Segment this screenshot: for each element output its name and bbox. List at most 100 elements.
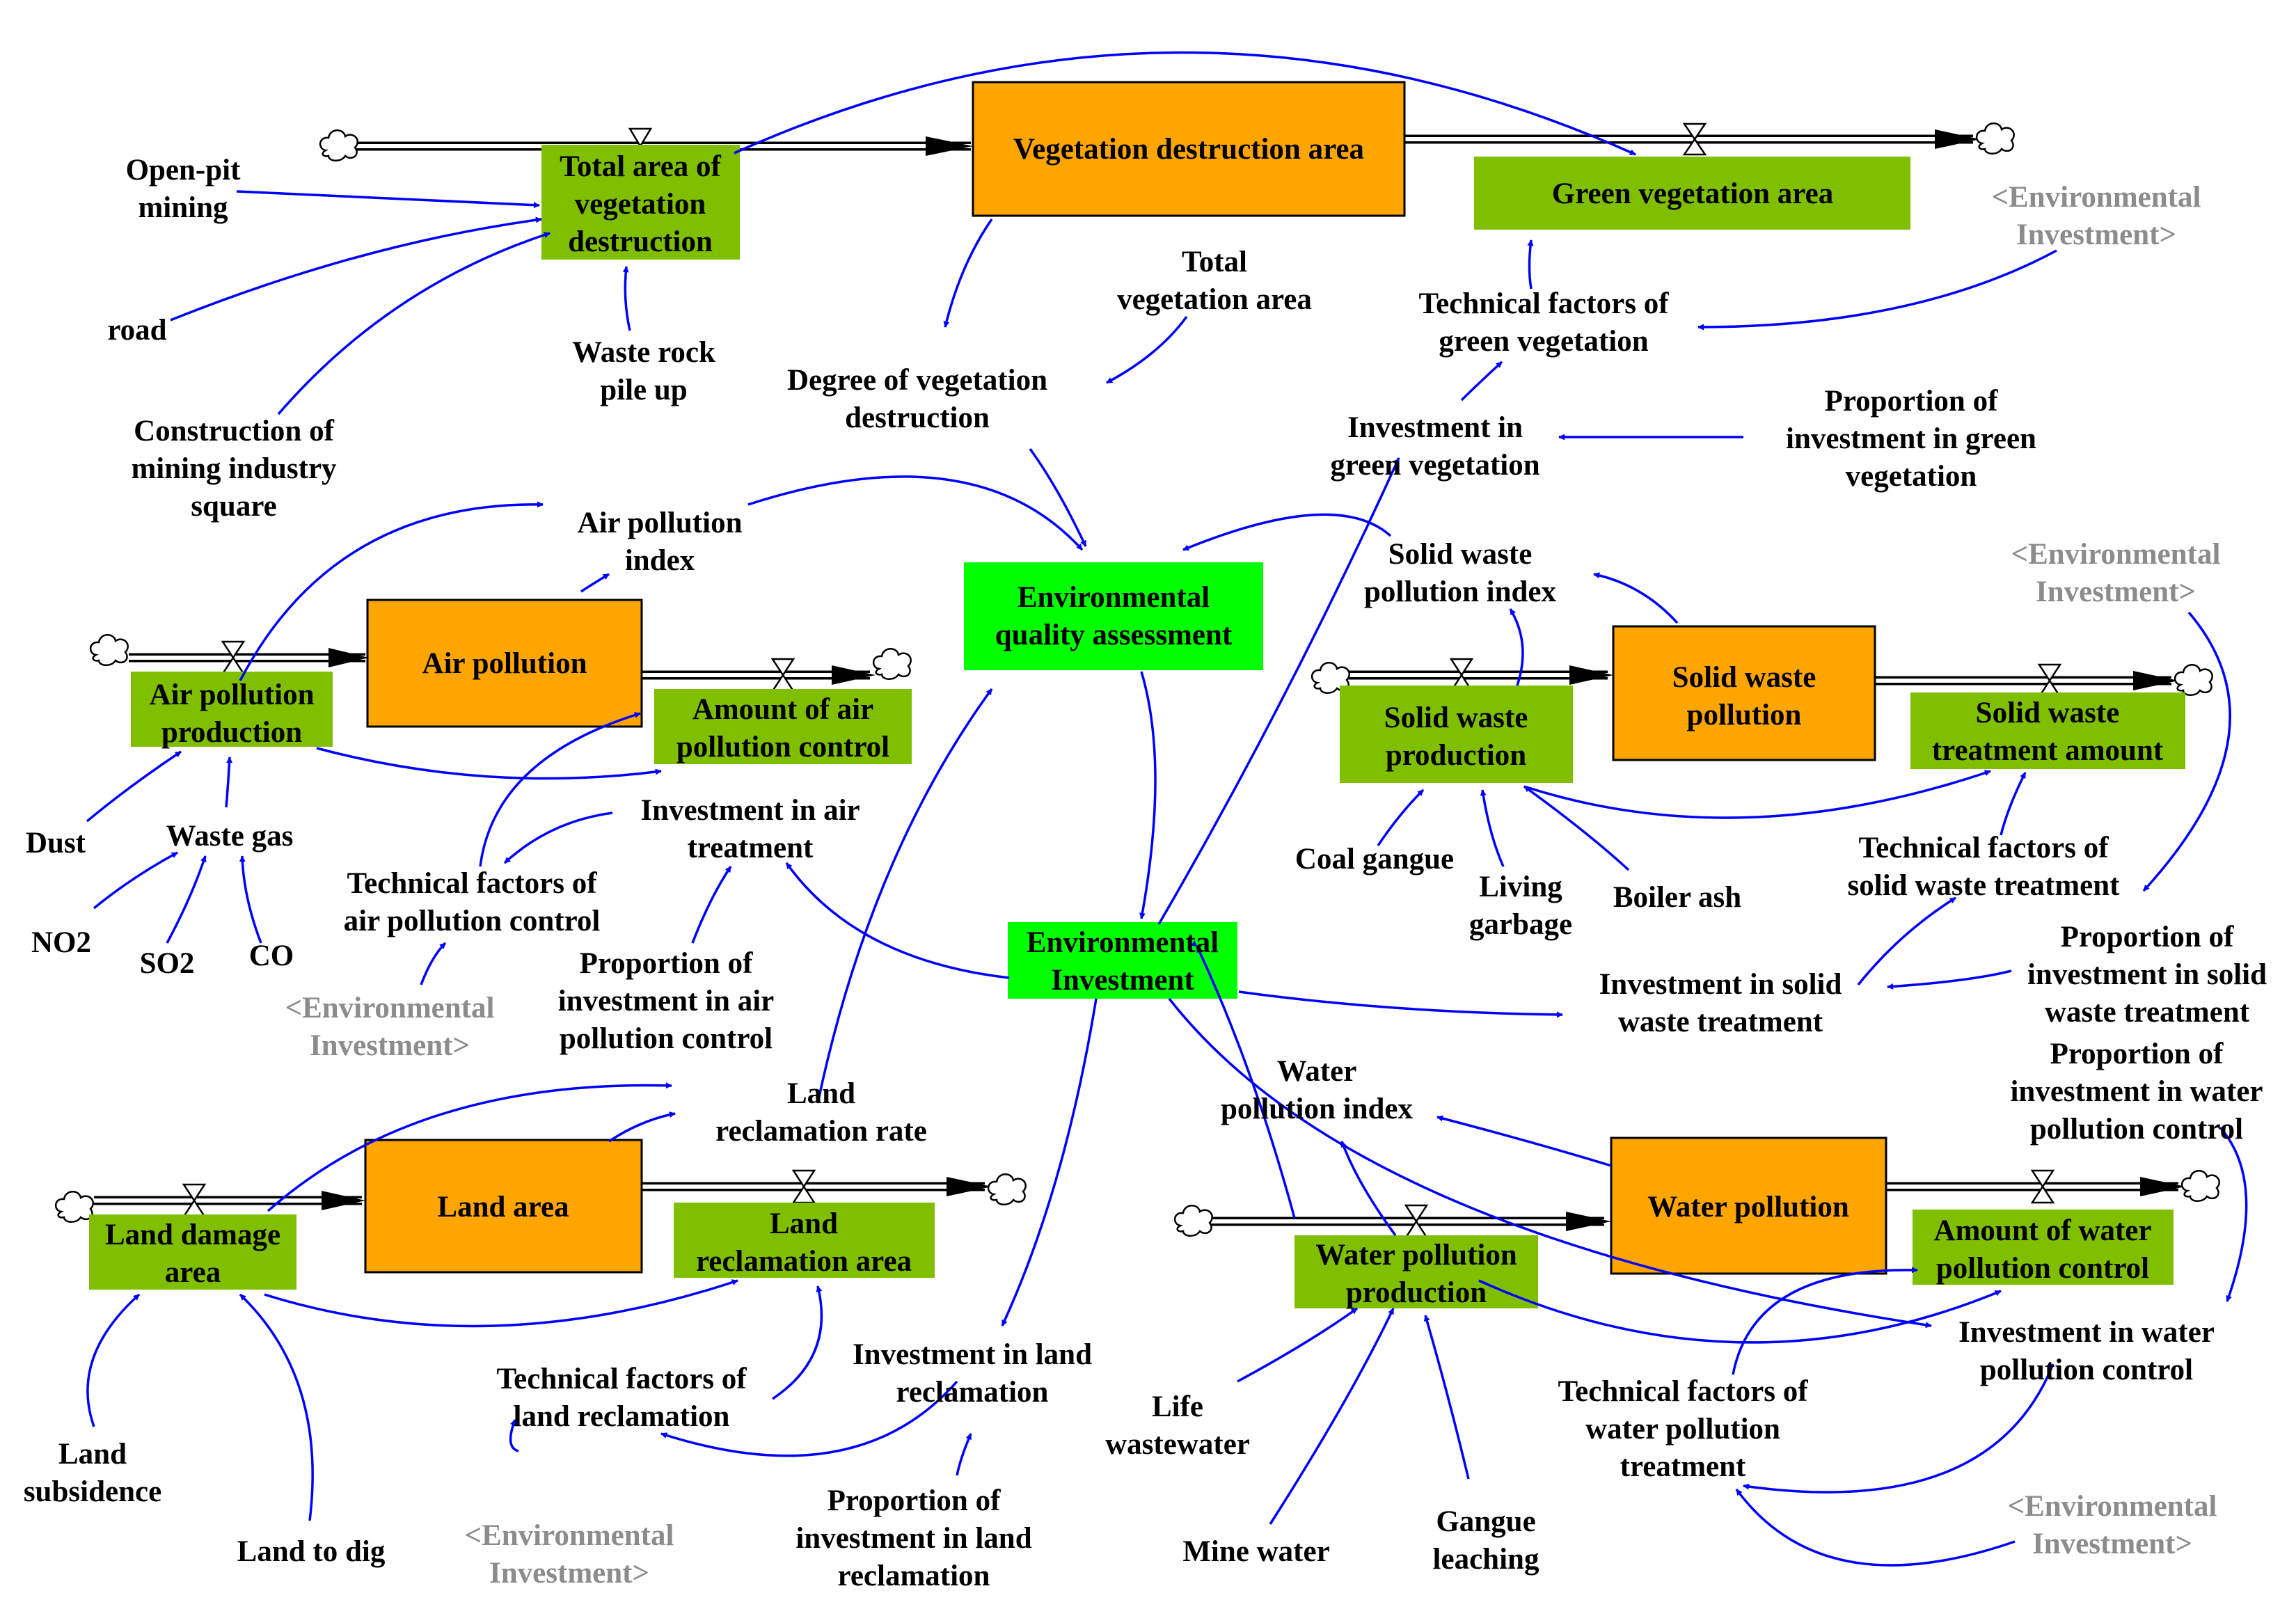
stock-vegetation-destruction-area[interactable]	[972, 81, 1406, 217]
label-green-vegetation-area: Green vegetation area	[1552, 177, 1833, 210]
cloud-icon	[2174, 664, 2213, 696]
clouds	[55, 122, 2220, 1237]
valve-icon	[1682, 122, 1707, 156]
flow-arrowhead-icon	[322, 1191, 365, 1210]
flow-arrowhead-icon	[947, 1177, 992, 1196]
flow-arrowhead-icon	[1935, 129, 1980, 149]
flow-land-damage-area[interactable]	[89, 1214, 296, 1290]
stock-water-pollution[interactable]	[1610, 1136, 1887, 1275]
flow-amount-air-pollution-control[interactable]	[654, 689, 912, 764]
flow-pipes	[94, 129, 2185, 1231]
stock-air-pollution[interactable]	[366, 599, 643, 728]
stock-solid-waste-pollution[interactable]	[1612, 625, 1876, 761]
flow-solid-waste-treatment-amount[interactable]	[1910, 692, 2185, 769]
labels: Vegetation destruction area Air pollutio…	[24, 133, 2267, 1592]
cloud-icon	[1174, 1205, 1213, 1237]
flow-solid-waste-production[interactable]	[1340, 686, 1573, 783]
label-boiler-ash: Boiler ash	[1613, 881, 1741, 914]
cloud-icon	[988, 1173, 1027, 1205]
flow-arrowhead-icon	[1566, 1212, 1611, 1231]
label-dust: Dust	[26, 827, 86, 860]
flow-land-reclamation-area[interactable]	[674, 1203, 935, 1278]
cloud-icon	[873, 648, 912, 680]
valve-icon	[2030, 1169, 2055, 1204]
cloud-icon	[2181, 1170, 2220, 1202]
flow-arrowhead-icon	[328, 648, 369, 667]
hub-environmental-investment[interactable]	[1008, 922, 1237, 999]
flow-air-pollution-production[interactable]	[131, 672, 333, 747]
label-co: CO	[249, 940, 294, 972]
cloud-icon	[319, 129, 358, 161]
stock-land-area[interactable]	[364, 1139, 643, 1274]
cloud-icon	[55, 1191, 94, 1223]
flow-arrowhead-icon	[2140, 1177, 2185, 1196]
cloud-icon	[1311, 662, 1350, 694]
label-land-area: Land area	[437, 1191, 569, 1223]
flow-total-area-vegetation-destruction[interactable]	[541, 145, 740, 260]
flow-amount-water-pollution-control[interactable]	[1913, 1210, 2174, 1285]
label-no2: NO2	[31, 926, 91, 959]
flow-water-pollution-production[interactable]	[1295, 1235, 1538, 1308]
label-land-to-dig: Land to dig	[237, 1535, 386, 1568]
cloud-icon	[1976, 122, 2015, 155]
label-mine-water: Mine water	[1182, 1535, 1329, 1568]
boxes	[89, 81, 2185, 1308]
flow-arrowhead-icon	[2133, 671, 2178, 690]
flow-arrowhead-icon	[832, 665, 876, 685]
hub-environmental-quality-assessment[interactable]	[964, 562, 1263, 670]
label-air-pollution: Air pollution	[422, 647, 587, 680]
cloud-icon	[90, 634, 129, 666]
flow-green-vegetation-area[interactable]	[1474, 157, 1910, 230]
label-vegetation-destruction-area: Vegetation destruction area	[1013, 133, 1364, 166]
label-coal-gangue: Coal gangue	[1295, 843, 1454, 876]
flow-arrowhead-icon	[926, 136, 973, 156]
label-so2: SO2	[140, 947, 195, 980]
label-water-pollution: Water pollution	[1647, 1191, 1849, 1223]
